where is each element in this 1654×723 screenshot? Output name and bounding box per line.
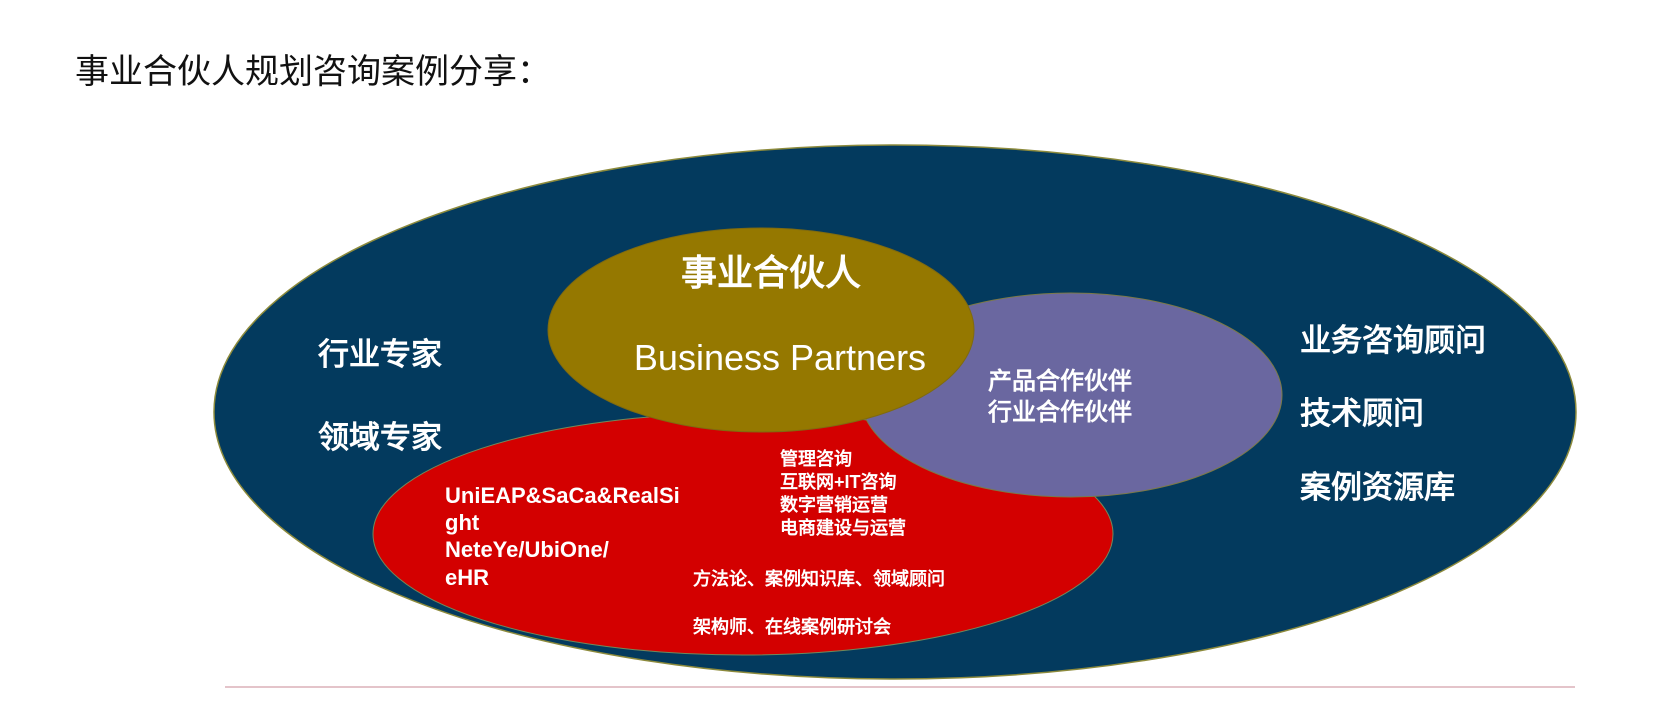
method-item: 方法论、案例知识库、领域顾问 [693,568,945,589]
products-line: eHR [445,565,489,590]
products-line: ght [445,510,480,535]
core-subtitle: Business Partners [634,337,926,378]
outer-right-item: 技术顾问 [1300,396,1424,431]
service-item: 互联网+IT咨询 [780,471,897,492]
products-line: NeteYe/UbiOne/ [445,537,609,562]
service-item: 管理咨询 [780,448,852,469]
core-title: 事业合伙人 [681,252,861,293]
method-item: 架构师、在线案例研讨会 [693,616,891,637]
products-line: UniEAP&SaCa&RealSi [445,483,680,508]
core-ellipse [547,227,975,433]
service-item: 电商建设与运营 [780,517,906,538]
partners-line: 产品合作伙伴 [988,367,1132,395]
partners-line: 行业合作伙伴 [987,398,1132,426]
page-title: 事业合伙人规划咨询案例分享： [75,53,551,91]
outer-right-item: 业务咨询顾问 [1300,323,1486,358]
service-item: 数字营销运营 [780,494,888,515]
outer-left-item: 行业专家 [317,337,442,372]
outer-left-item: 领域专家 [318,420,442,455]
outer-right-item: 案例资源库 [1300,470,1455,505]
